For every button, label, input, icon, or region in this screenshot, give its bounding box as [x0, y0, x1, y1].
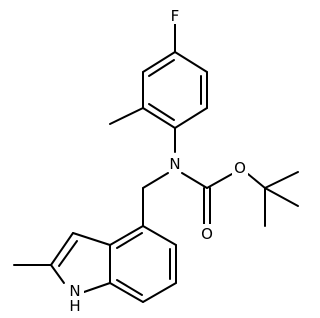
- nitrogen-atom: N: [167, 154, 183, 173]
- atom-label-n-indole: N: [69, 282, 80, 300]
- atom-label-h-indole: H: [69, 297, 80, 315]
- bond: [148, 103, 175, 121]
- atom-label-o-carbonyl: O: [201, 225, 213, 243]
- bond: [206, 173, 233, 189]
- bond: [247, 173, 266, 189]
- bond: [116, 279, 143, 296]
- bond: [142, 107, 176, 129]
- bond: [83, 282, 111, 293]
- bond: [181, 172, 208, 189]
- atom-labels: F N O O N H: [66, 6, 248, 315]
- bond: [142, 225, 177, 246]
- indole-nh-atom: N H: [66, 282, 84, 315]
- bond: [109, 225, 144, 246]
- bond: [142, 172, 169, 189]
- fluorine-atom: F: [168, 6, 182, 25]
- ester-oxygen-atom: O: [232, 158, 248, 177]
- bond: [109, 107, 144, 125]
- bond: [116, 232, 143, 249]
- bond: [148, 59, 175, 77]
- bond: [174, 107, 208, 129]
- bond: [109, 282, 144, 303]
- bond: [142, 282, 177, 303]
- atom-label-f: F: [171, 7, 180, 25]
- atom-label-n: N: [169, 155, 180, 173]
- bond: [142, 51, 176, 73]
- atom-label-o-ester: O: [234, 159, 246, 177]
- bond: [58, 240, 78, 267]
- bonds: [13, 23, 299, 303]
- bond: [264, 171, 299, 189]
- carbonyl-oxygen-atom: O: [199, 224, 215, 243]
- bond: [264, 187, 299, 207]
- bond: [72, 232, 111, 246]
- bond: [50, 264, 65, 284]
- bond: [174, 51, 208, 73]
- bond: [50, 232, 74, 266]
